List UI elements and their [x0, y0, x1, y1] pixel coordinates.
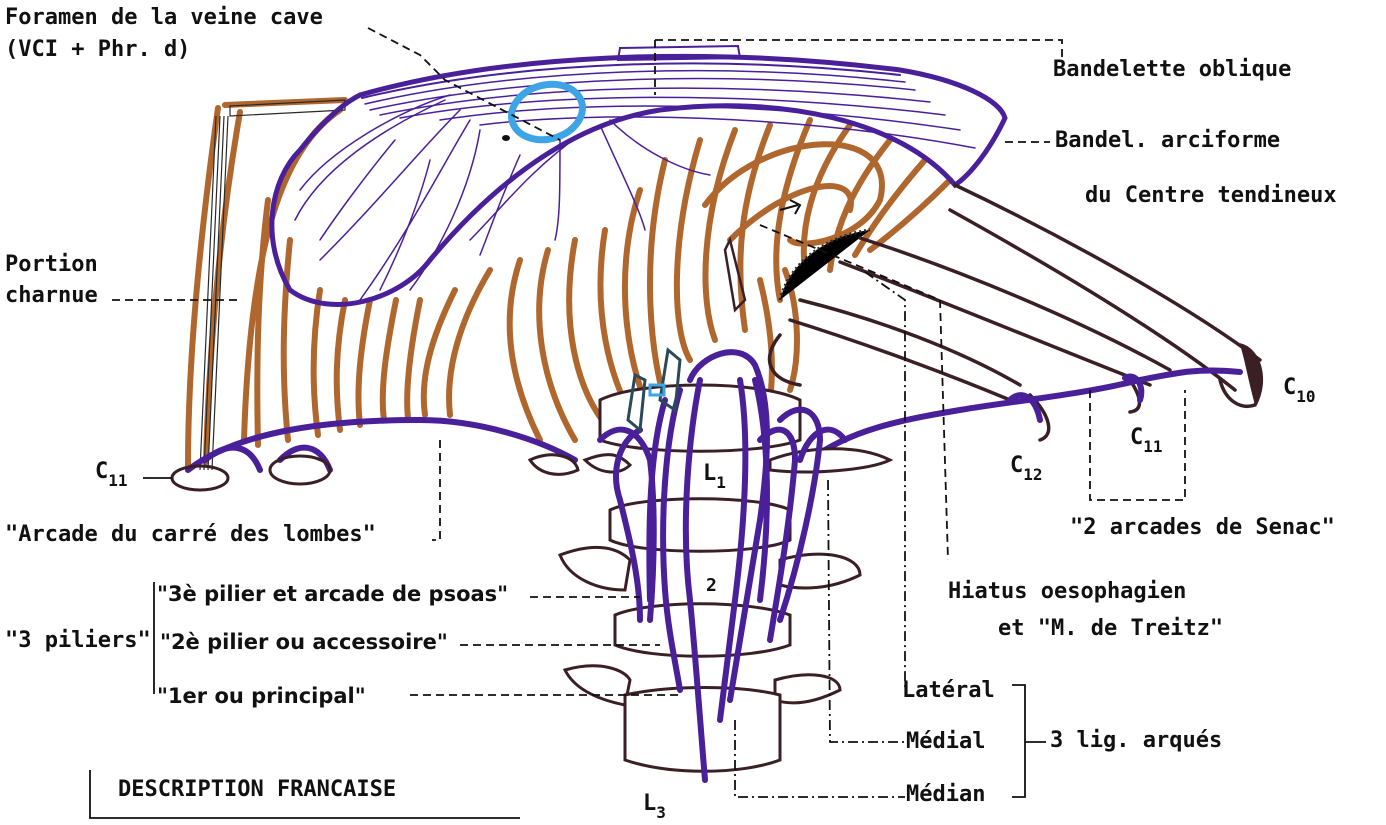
centre-tendineux	[272, 46, 1005, 304]
c11-left-main: C	[95, 459, 108, 484]
muscle-fibers	[188, 100, 950, 465]
label-c10: C10	[1283, 374, 1316, 403]
c12-main: C	[1010, 453, 1023, 478]
label-medial: Médial	[906, 728, 985, 756]
label-l1: L1	[703, 460, 726, 489]
l3-sub: 3	[656, 803, 666, 822]
label-hiatus-line1: Hiatus oesophagien	[948, 578, 1186, 606]
c11-right-sub: 11	[1143, 437, 1162, 456]
label-c11-right: C11	[1130, 424, 1163, 453]
l1-main: L	[703, 461, 716, 486]
c11-left-sub: 11	[108, 471, 127, 490]
l1-sub: 1	[716, 473, 726, 492]
ribs-left	[172, 455, 578, 490]
l3-main: L	[643, 791, 656, 816]
label-portion: Portion	[5, 251, 98, 279]
rib-c10-end	[1240, 345, 1261, 405]
label-arcades-senac: "2 arcades de Senac"	[1070, 514, 1335, 542]
label-c11-left: C11	[95, 458, 128, 487]
label-l3: L3	[643, 790, 666, 819]
c11-right-main: C	[1130, 425, 1143, 450]
label-pilier3: "3è pilier et arcade de psoas"	[157, 580, 508, 608]
label-foramen-line2: (VCI + Phr. d)	[5, 36, 190, 64]
label-pilier2: "2è pilier ou accessoire"	[160, 628, 448, 656]
c10-sub: 10	[1296, 387, 1315, 406]
label-lateral: Latéral	[902, 677, 995, 705]
c10-main: C	[1283, 375, 1296, 400]
label-arcade-carre: "Arcade du carré des lombes"	[5, 521, 376, 549]
label-lig-arques: 3 lig. arqués	[1050, 727, 1222, 755]
label-piliers-group: "3 piliers"	[5, 627, 151, 655]
label-hiatus-line2: et "M. de Treitz"	[998, 615, 1223, 643]
phrenic-dot	[502, 135, 510, 141]
c12-sub: 12	[1023, 465, 1042, 484]
label-description: DESCRIPTION FRANCAISE	[118, 776, 396, 804]
label-pilier1: "1er ou principal"	[157, 682, 366, 710]
label-bandelette-oblique: Bandelette oblique	[1053, 56, 1291, 84]
label-two-marker: 2	[706, 572, 717, 600]
label-median: Médian	[906, 781, 985, 809]
label-charnue: charnue	[5, 282, 98, 310]
label-centre-tendineux: du Centre tendineux	[1085, 182, 1337, 210]
label-foramen-line1: Foramen de la veine cave	[5, 4, 323, 32]
label-bandel-arciforme: Bandel. arciforme	[1055, 127, 1280, 155]
label-c12: C12	[1010, 452, 1043, 481]
